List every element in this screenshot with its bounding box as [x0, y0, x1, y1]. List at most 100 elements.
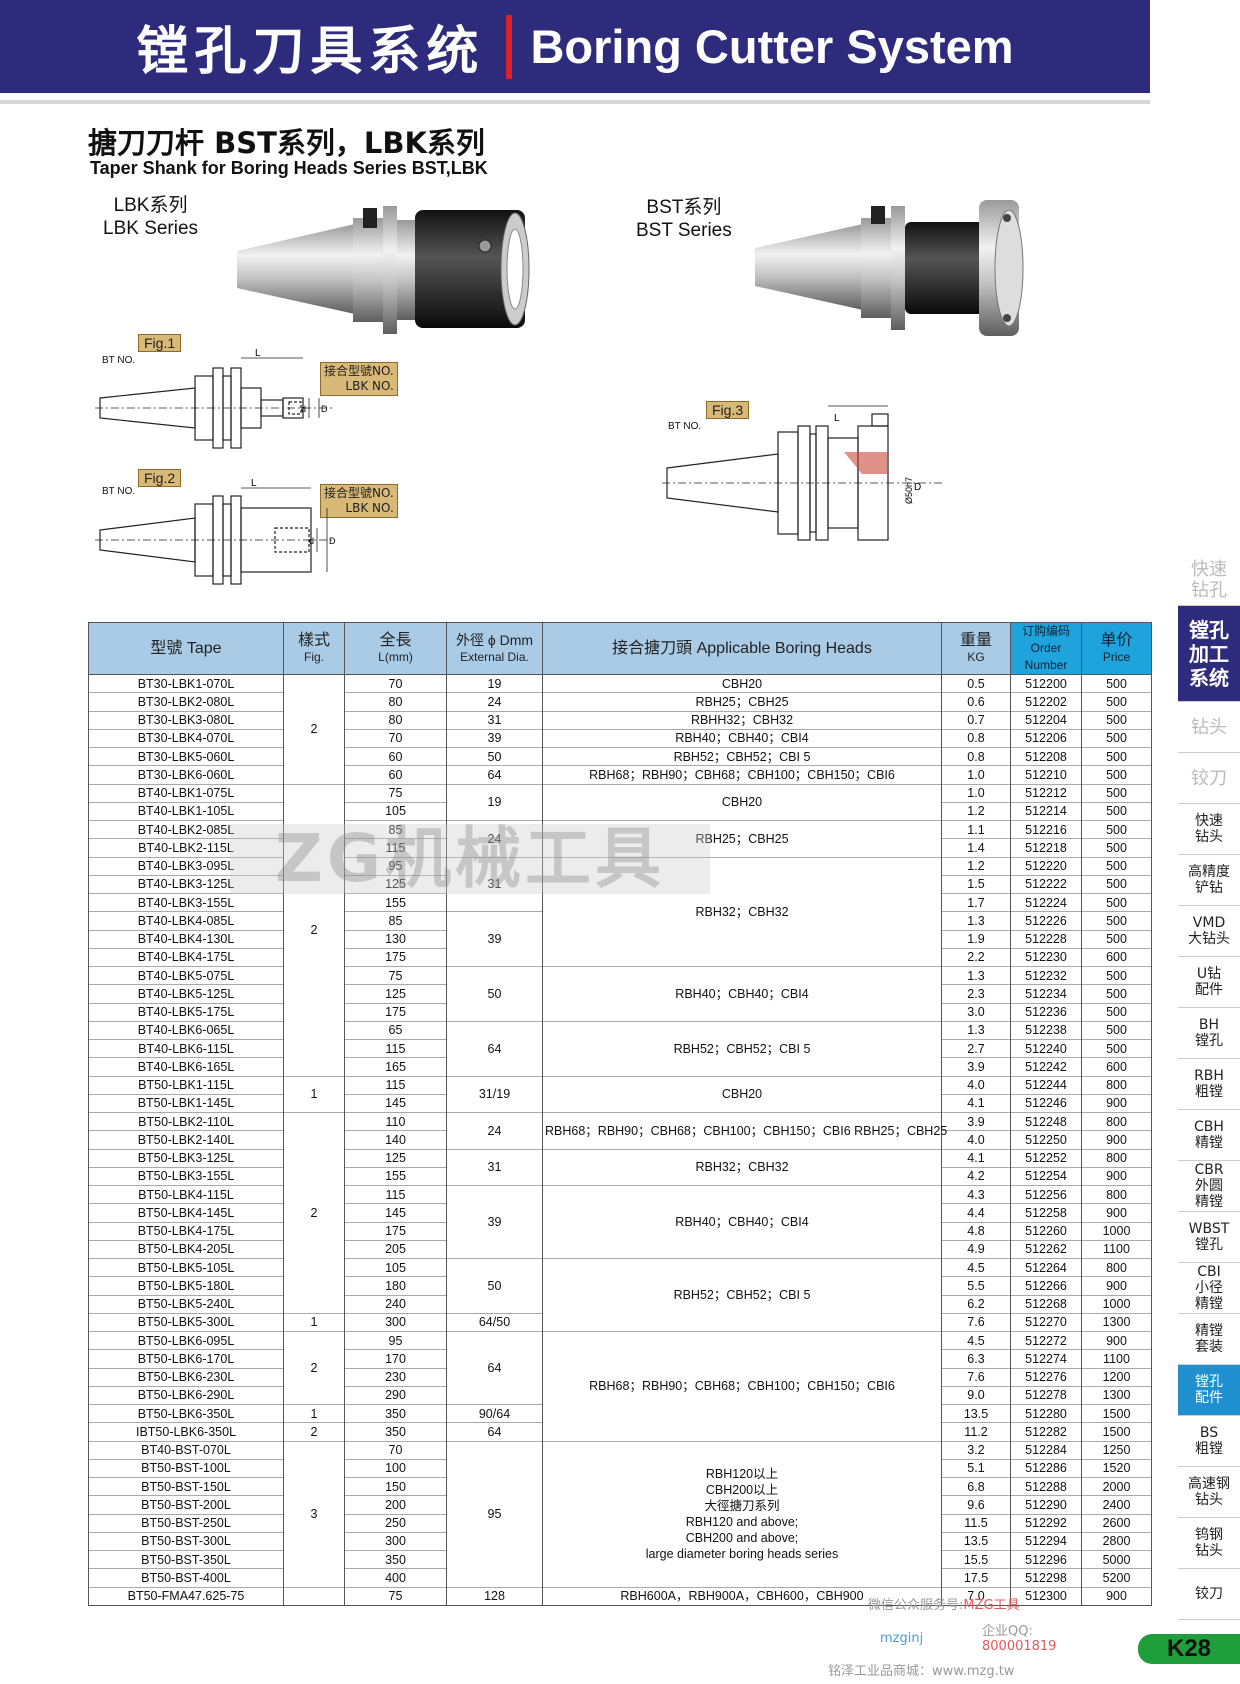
- cell-diameter: 50: [446, 746, 543, 766]
- col-order-en: Order Number: [1024, 641, 1068, 672]
- cell-length: 350: [344, 1549, 447, 1569]
- sidebar-item[interactable]: 钻头: [1178, 702, 1240, 753]
- fig2-conn-label: 接合型號NO.LBK NO.: [320, 484, 398, 518]
- sidebar-item[interactable]: 精镗套装: [1178, 1314, 1240, 1365]
- cell-diameter: 50: [446, 1258, 543, 1314]
- fig3-drawing: L D Ø50h7: [662, 405, 942, 541]
- cell-heads: RBH68；RBH90；CBH68；CBH100；CBH150；CBI6 RBH…: [542, 1112, 947, 1149]
- footer-qq: 企业QQ:800001819: [982, 1620, 1056, 1654]
- cell-length: 150: [344, 1476, 447, 1496]
- bst-series-en: BST Series: [636, 220, 732, 241]
- cell-tape: BT40-LBK4-130L: [88, 929, 284, 949]
- cell-order: 512268: [1010, 1294, 1082, 1314]
- sidebar-item-label: 铰刀: [1191, 767, 1227, 789]
- lbk-series-cn: LBK系列: [113, 195, 188, 216]
- sidebar-item-label: 快速: [1191, 559, 1227, 580]
- bst-shank-photo: [755, 200, 1024, 336]
- cell-tape: BT50-LBK6-290L: [88, 1385, 284, 1405]
- sidebar-item-label: 快速: [1195, 813, 1223, 829]
- cell-weight: 6.2: [941, 1294, 1011, 1314]
- cell-weight: 9.0: [941, 1385, 1011, 1405]
- sidebar-item-label: 套装: [1195, 1339, 1223, 1355]
- cell-tape: BT30-LBK3-080L: [88, 710, 284, 730]
- sidebar-item-label: 镗孔: [1195, 1033, 1223, 1049]
- fig2-bt-no: BT NO.: [102, 486, 136, 497]
- cell-price: 800: [1081, 1075, 1152, 1095]
- col-price-cn: 单价: [1100, 631, 1133, 649]
- cell-diameter: 31: [446, 1148, 543, 1186]
- cell-diameter: 31/19: [446, 1075, 543, 1113]
- cell-price: 600: [1081, 1057, 1152, 1076]
- sidebar-item[interactable]: U钻配件: [1178, 957, 1240, 1008]
- cell-order: 512298: [1010, 1568, 1082, 1587]
- cell-heads: CBH20: [542, 673, 942, 693]
- cell-diameter: 31: [446, 710, 543, 730]
- cell-price: 1300: [1081, 1312, 1152, 1332]
- sidebar-item[interactable]: 快速钻头: [1178, 804, 1240, 855]
- cell-price: 500: [1081, 838, 1152, 857]
- sidebar-item[interactable]: 钨钢钻头: [1178, 1518, 1240, 1569]
- sidebar-item-label: 精镗: [1195, 1135, 1223, 1151]
- cell-length: 230: [344, 1367, 447, 1387]
- cell-tape: BT40-LBK5-075L: [88, 965, 284, 985]
- cell-order: 512210: [1010, 765, 1082, 784]
- cell-order: 512300: [1010, 1586, 1082, 1606]
- cell-length: 70: [344, 1440, 447, 1460]
- cell-tape: BT50-BST-200L: [88, 1495, 284, 1514]
- cell-price: 500: [1081, 819, 1152, 839]
- col-price-en: Price: [1102, 649, 1131, 664]
- bst-series-label: BST系列 BST Series: [636, 196, 732, 242]
- col-weight-en: KG: [967, 649, 985, 664]
- cell-length: 300: [344, 1531, 447, 1551]
- sidebar-item[interactable]: 镗孔加工系统: [1178, 606, 1240, 702]
- cell-price: 2400: [1081, 1495, 1152, 1514]
- sidebar-item[interactable]: 铰刀: [1178, 753, 1240, 804]
- cell-fig: 2: [283, 1331, 345, 1405]
- cell-price: 1500: [1081, 1403, 1152, 1423]
- sidebar-item-label: CBH: [1194, 1119, 1224, 1135]
- lbk-series-label: LBK系列 LBK Series: [103, 194, 198, 240]
- cell-heads: RBH32；CBH32: [542, 1148, 942, 1186]
- cell-weight: 11.2: [941, 1422, 1011, 1441]
- lbk-series-en: LBK Series: [103, 218, 199, 239]
- cell-length: 70: [344, 728, 447, 748]
- cell-length: 165: [344, 1057, 447, 1076]
- sidebar-item-label: 外圆: [1195, 1178, 1223, 1194]
- cell-length: 155: [344, 892, 447, 912]
- sidebar-item[interactable]: 快速钻孔: [1178, 555, 1240, 606]
- cell-weight: 4.2: [941, 1166, 1011, 1186]
- sidebar-item[interactable]: 镗孔配件: [1178, 1365, 1240, 1416]
- sidebar-item[interactable]: 高精度铲钻: [1178, 855, 1240, 906]
- sidebar-item[interactable]: 铰刀: [1178, 1569, 1240, 1620]
- cell-tape: BT40-LBK6-115L: [88, 1038, 284, 1058]
- cell-weight: 13.5: [941, 1403, 1011, 1423]
- cell-tape: BT40-LBK5-175L: [88, 1002, 284, 1022]
- cell-length: 80: [344, 710, 447, 730]
- cell-length: 110: [344, 1111, 447, 1131]
- sidebar-item-label: CBI: [1197, 1264, 1221, 1280]
- cell-weight: 1.3: [941, 911, 1011, 930]
- fig2-dim-D: D: [329, 536, 336, 546]
- cell-order: 512230: [1010, 947, 1082, 967]
- sidebar-item[interactable]: 高速钢钻头: [1178, 1467, 1240, 1518]
- cell-order: 512208: [1010, 746, 1082, 766]
- cell-price: 2600: [1081, 1513, 1152, 1533]
- cell-price: 1520: [1081, 1458, 1152, 1478]
- cell-length: 115: [344, 1184, 447, 1204]
- sidebar-item-label: 精镗: [1195, 1194, 1223, 1210]
- cell-price: 1100: [1081, 1239, 1152, 1259]
